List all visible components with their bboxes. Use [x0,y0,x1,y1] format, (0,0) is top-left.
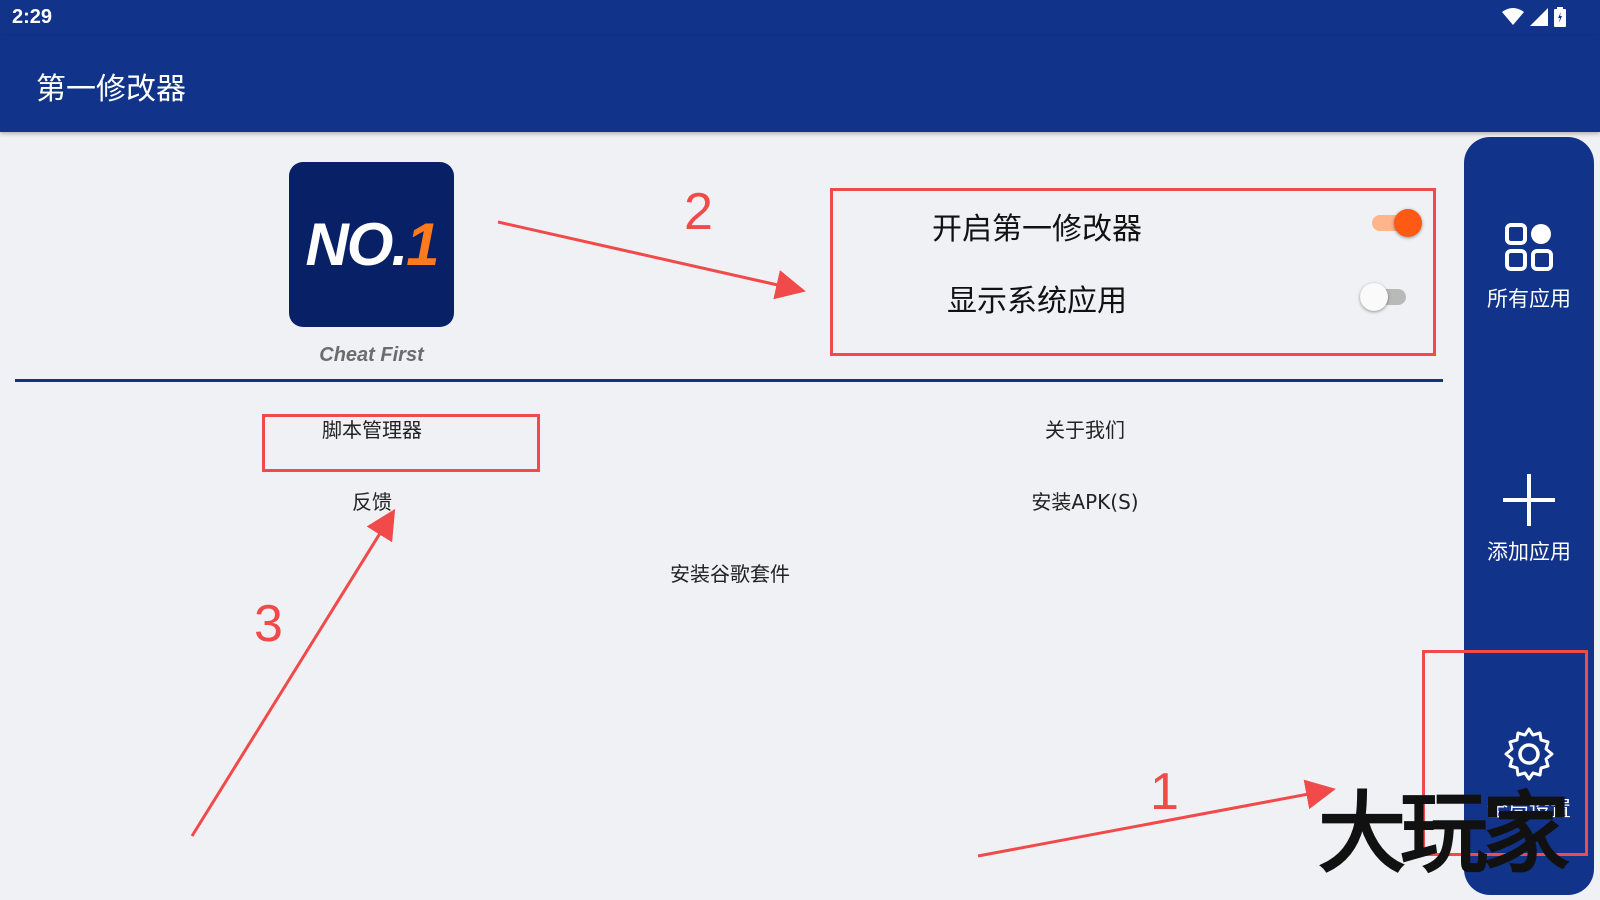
annotation-box-script-manager [262,414,540,472]
annotation-number-3: 3 [254,595,283,653]
wifi-icon [1502,8,1524,25]
toggle-row-system-apps[interactable]: 显示系统应用 [832,270,1422,320]
annotation-box-settings [1422,650,1588,856]
side-nav-rail: 所有应用 添加应用 全局设置 [1464,137,1594,895]
arrow-2 [497,220,806,300]
toggle-label-system-apps: 显示系统应用 [947,284,1127,319]
app-logo: NO.1 [289,162,454,327]
logo-main-text: NO. [305,211,408,278]
annotation-box-toggles [830,188,1436,356]
rail-all-apps[interactable]: 所有应用 [1464,221,1594,313]
rail-label-all-apps: 所有应用 [1487,287,1571,311]
rail-label-global-settings: 全局设置 [1487,797,1571,821]
arrow-3 [190,508,396,837]
rail-add-app[interactable]: 添加应用 [1464,474,1594,566]
status-icons [1502,6,1566,28]
apps-grid-icon [1505,223,1553,271]
menu-install-apk[interactable]: 安装APK(S) [1031,490,1139,514]
status-time: 2:29 [12,6,53,28]
watermark: 大玩家 [1318,782,1570,885]
menu-install-google[interactable]: 安装谷歌套件 [670,562,790,586]
toggle-row-enable[interactable]: 开启第一修改器 [832,198,1422,248]
logo-text: NO.1 [289,162,454,327]
gear-icon [1504,727,1554,781]
rail-label-add-app: 添加应用 [1487,540,1571,564]
menu-script-manager[interactable]: 脚本管理器 [322,418,422,442]
annotation-number-2: 2 [684,183,713,241]
annotation-number-1: 1 [1150,763,1179,821]
menu-feedback[interactable]: 反馈 [352,490,392,514]
enable-modifier-switch[interactable] [1372,208,1422,237]
status-bar: 2:29 [0,0,1600,36]
app-title: 第一修改器 [36,72,186,107]
signal-icon [1530,8,1548,26]
logo-accent-text: 1 [406,211,439,278]
toggle-label-enable: 开启第一修改器 [932,212,1142,247]
divider [15,379,1443,382]
logo-caption: Cheat First [319,344,424,366]
menu-about-us[interactable]: 关于我们 [1045,418,1125,442]
show-system-apps-switch[interactable] [1360,282,1406,311]
app-bar: 第一修改器 [0,36,1600,132]
battery-icon [1554,7,1566,27]
plus-icon [1503,474,1555,526]
rail-global-settings[interactable]: 全局设置 [1464,725,1594,823]
